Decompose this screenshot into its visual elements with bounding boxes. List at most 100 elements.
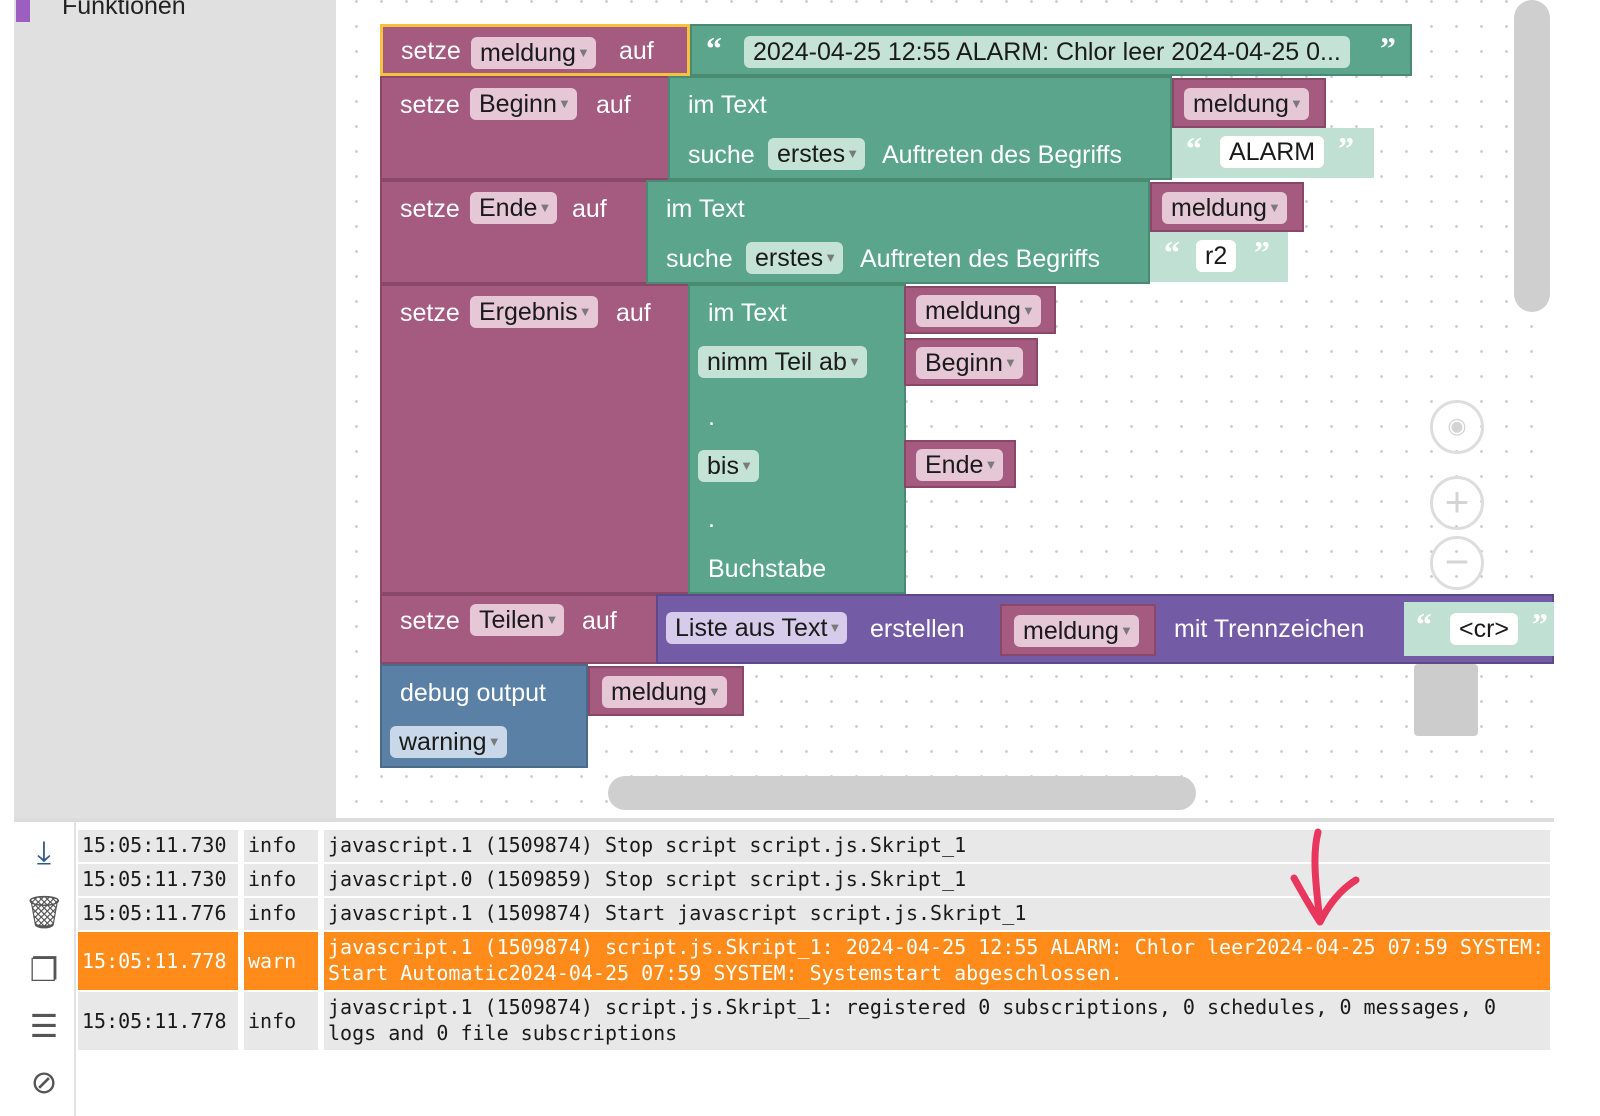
variable-dropdown-beginn[interactable]: Beginn▼ [470, 88, 577, 120]
log-time: 15:05:11.730 [78, 864, 238, 896]
log-level: warn [244, 932, 318, 990]
text-value-block-alarm[interactable]: “ ALARM ” [1172, 128, 1374, 178]
dropdown-arrow-icon: ▼ [557, 96, 571, 111]
dot-label: . [708, 403, 715, 431]
find-text-block-beginn[interactable]: im Text suche erstes▼ Auftreten des Begr… [668, 76, 1172, 180]
variable-dropdown-teilen[interactable]: Teilen▼ [470, 604, 565, 636]
set-meldung-block[interactable]: setze meldung▼ auf [380, 24, 690, 76]
dropdown-value: nimm Teil ab [707, 348, 847, 376]
log-level: info [244, 992, 318, 1050]
dropdown-arrow-icon: ▼ [846, 146, 860, 161]
debug-output-block[interactable]: debug output warning▼ [380, 664, 588, 768]
dropdown-value: meldung [925, 297, 1021, 325]
variable-dropdown-meldung[interactable]: meldung▼ [1184, 88, 1309, 120]
log-row: 15:05:11.776 info javascript.1 (1509874)… [78, 898, 1552, 930]
get-meldung-block[interactable]: meldung▼ [904, 286, 1056, 334]
log-level-dropdown[interactable]: warning▼ [390, 726, 507, 758]
dropdown-arrow-icon: ▼ [538, 200, 552, 215]
variable-dropdown-ergebnis[interactable]: Ergebnis▼ [470, 296, 598, 328]
dropdown-value: meldung [611, 678, 707, 706]
trash-can-icon[interactable] [1414, 664, 1478, 736]
text-value-field[interactable]: r2 [1196, 240, 1237, 272]
log-time: 15:05:11.776 [78, 898, 238, 930]
download-icon[interactable]: ⤓ [36, 834, 52, 870]
log-level: info [244, 898, 318, 930]
dropdown-value: Liste aus Text [675, 614, 828, 642]
variable-dropdown-ende[interactable]: Ende▼ [470, 192, 558, 224]
get-ende-block[interactable]: Ende▼ [904, 440, 1016, 488]
dropdown-value: warning [399, 728, 487, 756]
log-message: javascript.1 (1509874) Start javascript … [324, 898, 1550, 930]
annotation-arrow-icon [1290, 828, 1360, 926]
blockly-editor: Funktionen setze meldung▼ auf “ 2024-04-… [14, 0, 1554, 1112]
get-meldung-block[interactable]: meldung▼ [1172, 78, 1326, 128]
suche-label: suche [688, 141, 755, 169]
auf-label: auf [596, 91, 631, 119]
dropdown-arrow-icon: ▼ [828, 620, 842, 635]
dropdown-arrow-icon: ▼ [848, 354, 861, 369]
hide-icon[interactable]: ⊘ [30, 1064, 58, 1100]
blockly-workspace[interactable]: setze meldung▼ auf “ 2024-04-25 12:55 AL… [336, 0, 1554, 818]
zoom-in-icon[interactable]: + [1430, 476, 1484, 530]
zoom-out-icon[interactable]: − [1430, 536, 1484, 590]
horizontal-scrollbar[interactable] [608, 776, 1196, 810]
variable-dropdown-meldung[interactable]: meldung▼ [1162, 192, 1287, 224]
setze-label: setze [400, 195, 460, 223]
close-quote-icon: ” [1338, 130, 1354, 166]
auf-label: auf [616, 299, 651, 327]
text-value-field[interactable]: <cr> [1450, 613, 1519, 645]
find-mode-dropdown[interactable]: erstes▼ [746, 242, 844, 274]
wrap-lines-icon[interactable]: ☰ [29, 1008, 59, 1044]
text-value-field[interactable]: 2024-04-25 12:55 ALARM: Chlor leer 2024-… [744, 36, 1350, 68]
center-icon[interactable]: ◉ [1430, 400, 1484, 454]
get-meldung-block[interactable]: meldung▼ [1000, 604, 1156, 656]
dropdown-value: meldung [1171, 194, 1267, 222]
dropdown-arrow-icon: ▼ [578, 304, 592, 319]
dot-label: . [708, 505, 715, 533]
dropdown-value: meldung [1023, 617, 1119, 645]
text-value-block-r2[interactable]: “ r2 ” [1150, 232, 1288, 282]
text-value: 2024-04-25 12:55 ALARM: Chlor leer 2024-… [753, 38, 1341, 66]
dropdown-arrow-icon: ▼ [1268, 200, 1281, 215]
variable-dropdown-meldung[interactable]: meldung▼ [1014, 615, 1139, 647]
dropdown-value: meldung [1193, 90, 1289, 118]
get-meldung-block[interactable]: meldung▼ [588, 666, 744, 716]
set-ende-block[interactable]: setze Ende▼ auf [380, 180, 648, 284]
auf-label: auf [619, 37, 654, 65]
log-toolbar: ⤓ 🗑 ❐ ☰ ⊘ [14, 822, 76, 1116]
get-beginn-block[interactable]: Beginn▼ [904, 338, 1038, 386]
copy-icon[interactable]: ❐ [29, 952, 59, 988]
list-mode-dropdown[interactable]: Liste aus Text▼ [666, 612, 848, 644]
delete-log-icon[interactable]: 🗑 [24, 894, 65, 930]
vertical-scrollbar[interactable] [1514, 0, 1550, 312]
variable-dropdown-meldung[interactable]: meldung▼ [916, 295, 1041, 327]
text-value-block-cr[interactable]: “ <cr> ” [1404, 602, 1554, 656]
log-time: 15:05:11.730 [78, 830, 238, 862]
erstellen-label: erstellen [870, 615, 965, 643]
set-teilen-block[interactable]: setze Teilen▼ auf [380, 594, 658, 664]
dropdown-arrow-icon: ▼ [487, 734, 501, 749]
trennzeichen-label: mit Trennzeichen [1174, 615, 1365, 643]
text-value-block[interactable]: “ 2024-04-25 12:55 ALARM: Chlor leer 202… [690, 24, 1412, 76]
dropdown-value: erstes [777, 140, 846, 168]
open-quote-icon: “ [1186, 130, 1202, 166]
variable-dropdown-meldung[interactable]: meldung▼ [471, 37, 596, 69]
set-beginn-block[interactable]: setze Beginn▼ auf [380, 76, 670, 180]
text-value-field[interactable]: ALARM [1220, 136, 1325, 168]
dropdown-arrow-icon: ▼ [1022, 303, 1035, 318]
setze-label: setze [401, 37, 461, 65]
toolbox-category-funktionen[interactable]: Funktionen [62, 0, 186, 20]
variable-dropdown-ende[interactable]: Ende▼ [916, 449, 1004, 481]
set-ergebnis-block[interactable]: setze Ergebnis▼ auf [380, 284, 692, 594]
get-meldung-block[interactable]: meldung▼ [1150, 182, 1304, 232]
log-message: javascript.1 (1509874) script.js.Skript_… [324, 992, 1550, 1050]
variable-dropdown-meldung[interactable]: meldung▼ [602, 676, 727, 708]
substring-to-mode-dropdown[interactable]: bis▼ [698, 450, 759, 482]
substring-from-mode-dropdown[interactable]: nimm Teil ab▼ [698, 346, 867, 378]
variable-dropdown-beginn[interactable]: Beginn▼ [916, 347, 1023, 379]
category-color-marker [16, 0, 30, 22]
find-text-block-ende[interactable]: im Text suche erstes▼ Auftreten des Begr… [646, 180, 1150, 284]
log-panel: ⤓ 🗑 ❐ ☰ ⊘ 15:05:11.730 info javascript.1… [14, 818, 1554, 1116]
find-mode-dropdown[interactable]: erstes▼ [768, 138, 866, 170]
substring-block[interactable]: im Text nimm Teil ab▼ . bis▼ . Buchstabe [688, 284, 906, 594]
